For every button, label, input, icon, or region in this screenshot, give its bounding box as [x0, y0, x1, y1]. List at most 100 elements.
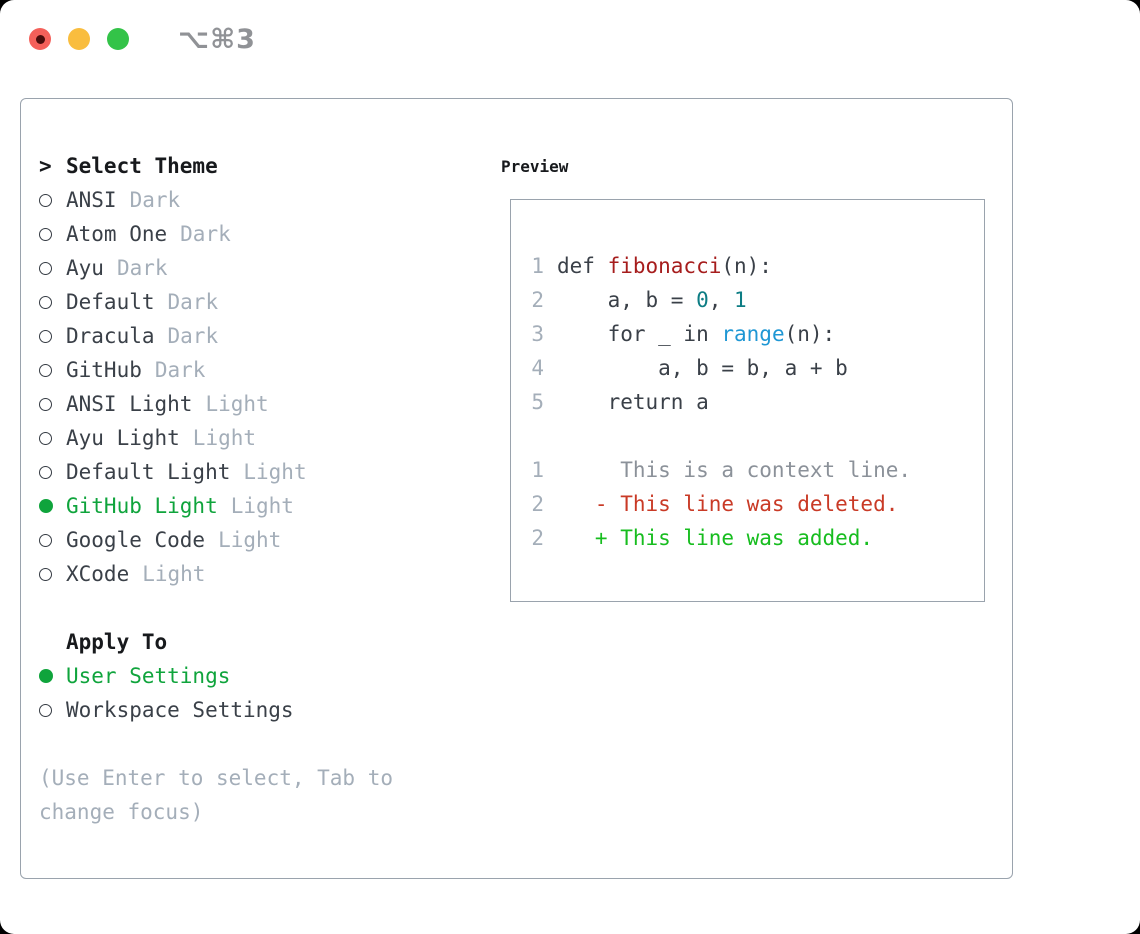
code-line-content: a, b = 0, 1 [557, 288, 747, 312]
marker-cell [39, 363, 66, 377]
theme-option-github-light[interactable]: GitHub Light Light [39, 489, 489, 523]
marker-cell [39, 465, 66, 479]
apply-to-label: Apply To [66, 630, 168, 654]
code-segment-default: a, b = [557, 288, 697, 312]
radio-unselected-icon [39, 465, 52, 479]
theme-variant-tag: Light [142, 562, 206, 586]
code-line-content: a, b = b, a + b [557, 356, 848, 380]
spacer [531, 419, 984, 453]
apply-option-label: Workspace Settings [66, 698, 294, 722]
apply-option-label: User Settings [66, 664, 231, 688]
code-line: 5 return a [531, 385, 984, 419]
radio-selected-icon [39, 669, 53, 683]
diff-line-content: - This line was deleted. [557, 492, 899, 516]
theme-option-label: GitHub Light [66, 494, 218, 518]
code-segment-default: a, b = b, a + b [557, 356, 848, 380]
theme-variant-tag: Light [243, 460, 307, 484]
code-segment-default: (n): [784, 322, 836, 346]
theme-option-default[interactable]: Default Dark [39, 285, 489, 319]
theme-variant-tag: Dark [154, 358, 206, 382]
select-theme-label: Select Theme [66, 154, 218, 178]
line-number: 2 [531, 526, 544, 550]
theme-option-ansi[interactable]: ANSI Dark [39, 183, 489, 217]
marker-cell [39, 431, 66, 445]
theme-option-dracula[interactable]: Dracula Dark [39, 319, 489, 353]
marker-cell [39, 227, 66, 241]
radio-unselected-icon [39, 397, 52, 411]
diff-line-context: 1 This is a context line. [531, 453, 984, 487]
radio-unselected-icon [39, 193, 52, 207]
prompt-icon: > [39, 154, 52, 178]
apply-to-header: Apply To [39, 625, 489, 659]
marker-cell [39, 703, 66, 717]
theme-variant-tag: Light [218, 528, 282, 552]
theme-variant-tag: Light [192, 426, 257, 450]
zoom-button[interactable] [107, 28, 129, 50]
line-number: 5 [531, 390, 544, 414]
window-titlebar: ⌥⌘3 [0, 0, 1140, 78]
radio-unselected-icon [39, 227, 52, 241]
code-line: 2 a, b = 0, 1 [531, 283, 984, 317]
marker-cell [39, 397, 66, 411]
diff-preview: 1 This is a context line.2 - This line w… [531, 453, 984, 555]
marker-cell [39, 193, 66, 207]
marker-cell [39, 329, 66, 343]
radio-unselected-icon [39, 431, 52, 445]
code-segment-default: for _ in [557, 322, 722, 346]
code-line-content: return a [557, 390, 709, 414]
theme-variant-tag: Dark [180, 222, 231, 246]
theme-option-ayu[interactable]: Ayu Dark [39, 251, 489, 285]
code-segment-function: fibonacci [607, 254, 722, 278]
theme-option-label: Ayu Light [66, 426, 180, 450]
marker-cell [39, 261, 66, 275]
line-number: 3 [531, 322, 544, 346]
theme-variant-tag: Dark [129, 188, 181, 212]
theme-option-label: Default [66, 290, 155, 314]
diff-line-deleted: 2 - This line was deleted. [531, 487, 984, 521]
radio-unselected-icon [39, 567, 52, 581]
theme-option-label: GitHub [66, 358, 142, 382]
radio-unselected-icon [39, 295, 52, 309]
diff-line-content: + This line was added. [557, 526, 874, 550]
radio-unselected-icon [39, 329, 52, 343]
radio-unselected-icon [39, 261, 52, 275]
theme-option-label: Ayu [66, 256, 104, 280]
code-segment-number: 1 [734, 288, 747, 312]
radio-unselected-icon [39, 533, 52, 547]
code-line-content: for _ in range(n): [557, 322, 836, 346]
radio-unselected-icon [39, 363, 52, 377]
code-segment-keyword: def [557, 254, 608, 278]
apply-option-workspace-settings[interactable]: Workspace Settings [39, 693, 489, 727]
diff-line-content: This is a context line. [557, 458, 912, 482]
theme-option-label: ANSI Light [66, 392, 193, 416]
marker-cell [39, 295, 66, 309]
radio-selected-icon [39, 499, 53, 513]
theme-variant-tag: Dark [167, 290, 219, 314]
theme-option-github[interactable]: GitHub Dark [39, 353, 489, 387]
select-theme-header: > Select Theme [39, 149, 489, 183]
apply-option-user-settings[interactable]: User Settings [39, 659, 489, 693]
theme-variant-tag: Dark [167, 324, 219, 348]
line-number: 1 [531, 458, 544, 482]
minimize-button[interactable] [68, 28, 90, 50]
line-number: 1 [531, 254, 544, 278]
theme-variant-tag: Light [230, 494, 294, 518]
theme-variant-tag: Dark [116, 256, 168, 280]
theme-option-label: Dracula [66, 324, 155, 348]
code-line: 3 for _ in range(n): [531, 317, 984, 351]
line-number: 4 [531, 356, 544, 380]
code-segment-default: (n): [721, 254, 772, 278]
theme-option-label: ANSI [66, 188, 117, 212]
theme-option-ayu-light[interactable]: Ayu Light Light [39, 421, 489, 455]
close-button[interactable] [29, 28, 51, 50]
